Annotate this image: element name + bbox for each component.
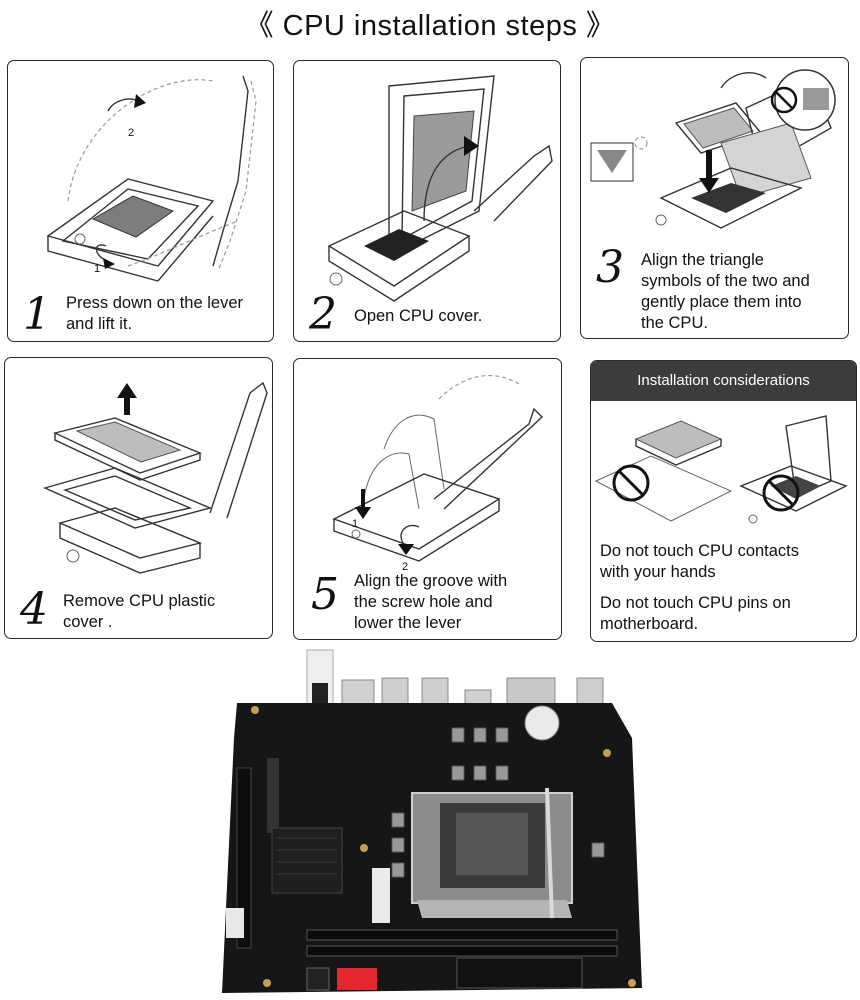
arrow-icon <box>103 258 115 269</box>
considerations-line: with your hands <box>600 563 716 581</box>
step-2-line: Open CPU cover. <box>354 307 483 325</box>
arrow-icon <box>117 383 137 398</box>
considerations-item-1: Do not touch CPU contacts with your hand… <box>600 541 799 583</box>
considerations-header: Installation considerations <box>591 361 856 401</box>
step-1-line: Press down on the lever <box>66 294 244 312</box>
step-1-mark-2: 2 <box>128 127 135 139</box>
considerations-illustration <box>594 415 848 524</box>
step-3-line: the CPU. <box>641 314 708 332</box>
step-2-illustration <box>327 75 553 302</box>
chipset-heatsink <box>271 827 343 894</box>
atx-power-connector <box>456 957 583 989</box>
considerations-item-2: Do not touch CPU pins on motherboard. <box>600 593 791 635</box>
dimm-slot <box>306 945 618 957</box>
prohibition-icon <box>762 474 800 512</box>
arrow-icon <box>464 136 479 156</box>
step-card-3: 3 Align the triangle symbols of the two … <box>580 57 849 339</box>
step-card-2: 2 Open CPU cover. <box>293 60 561 342</box>
sata-port <box>306 967 330 991</box>
step-1-illustration <box>46 75 257 282</box>
step-card-5: 1 2 5 Align the groove with the screw ho… <box>293 358 562 640</box>
pcie-slot <box>236 767 252 949</box>
prohibition-icon <box>770 86 798 114</box>
step-1-text: Press down on the lever and lift it. <box>66 293 243 335</box>
step-5-text: Align the groove with the screw hole and… <box>354 571 507 634</box>
step-3-line: gently place them into <box>641 293 802 311</box>
step-card-4: 4 Remove CPU plastic cover . <box>4 357 273 639</box>
step-5-mark-2: 2 <box>402 561 409 573</box>
page-title: 《 CPU installation steps 》 <box>244 10 616 42</box>
arrow-icon <box>398 544 414 555</box>
step-5-mark-1: 1 <box>352 518 359 530</box>
step-4-illustration <box>42 381 268 574</box>
step-2-number: 2 <box>309 289 337 340</box>
step-4-text: Remove CPU plastic cover . <box>63 591 215 633</box>
step-3-text: Align the triangle symbols of the two an… <box>641 250 810 334</box>
step-3-number: 3 <box>596 242 624 293</box>
step-5-number: 5 <box>311 569 339 620</box>
step-4-number: 4 <box>20 584 48 635</box>
arrow-icon <box>355 507 371 519</box>
step-4-line: Remove CPU plastic <box>63 592 216 610</box>
arrow-icon <box>699 178 719 193</box>
step-3-line: Align the triangle <box>641 251 764 269</box>
considerations-card: Installation considerations Do not touch… <box>590 360 857 642</box>
considerations-line: Do not touch CPU contacts <box>600 542 800 560</box>
dimm-slot <box>306 929 618 941</box>
considerations-line: motherboard. <box>600 615 699 633</box>
step-3-illustration <box>590 69 836 229</box>
prohibition-icon <box>612 464 650 502</box>
sata-port <box>337 968 377 990</box>
step-4-line: cover . <box>63 613 113 631</box>
arrow-icon <box>134 94 146 108</box>
step-5-line: lower the lever <box>354 614 462 632</box>
step-card-1: 2 1 1 Press down on the lever and lift i… <box>7 60 274 342</box>
motherboard-image <box>222 649 642 993</box>
step-1-line: and lift it. <box>66 315 133 333</box>
step-1-mark-1: 1 <box>94 263 101 275</box>
step-5-line: Align the groove with <box>354 572 508 590</box>
step-2-text: Open CPU cover. <box>354 306 482 327</box>
step-5-illustration <box>332 375 544 562</box>
cmos-battery <box>524 705 560 741</box>
considerations-line: Do not touch CPU pins on <box>600 594 791 612</box>
step-1-number: 1 <box>23 289 51 340</box>
step-3-line: symbols of the two and <box>641 272 810 290</box>
m2-slot <box>267 758 279 833</box>
step-5-line: the screw hole and <box>354 593 493 611</box>
